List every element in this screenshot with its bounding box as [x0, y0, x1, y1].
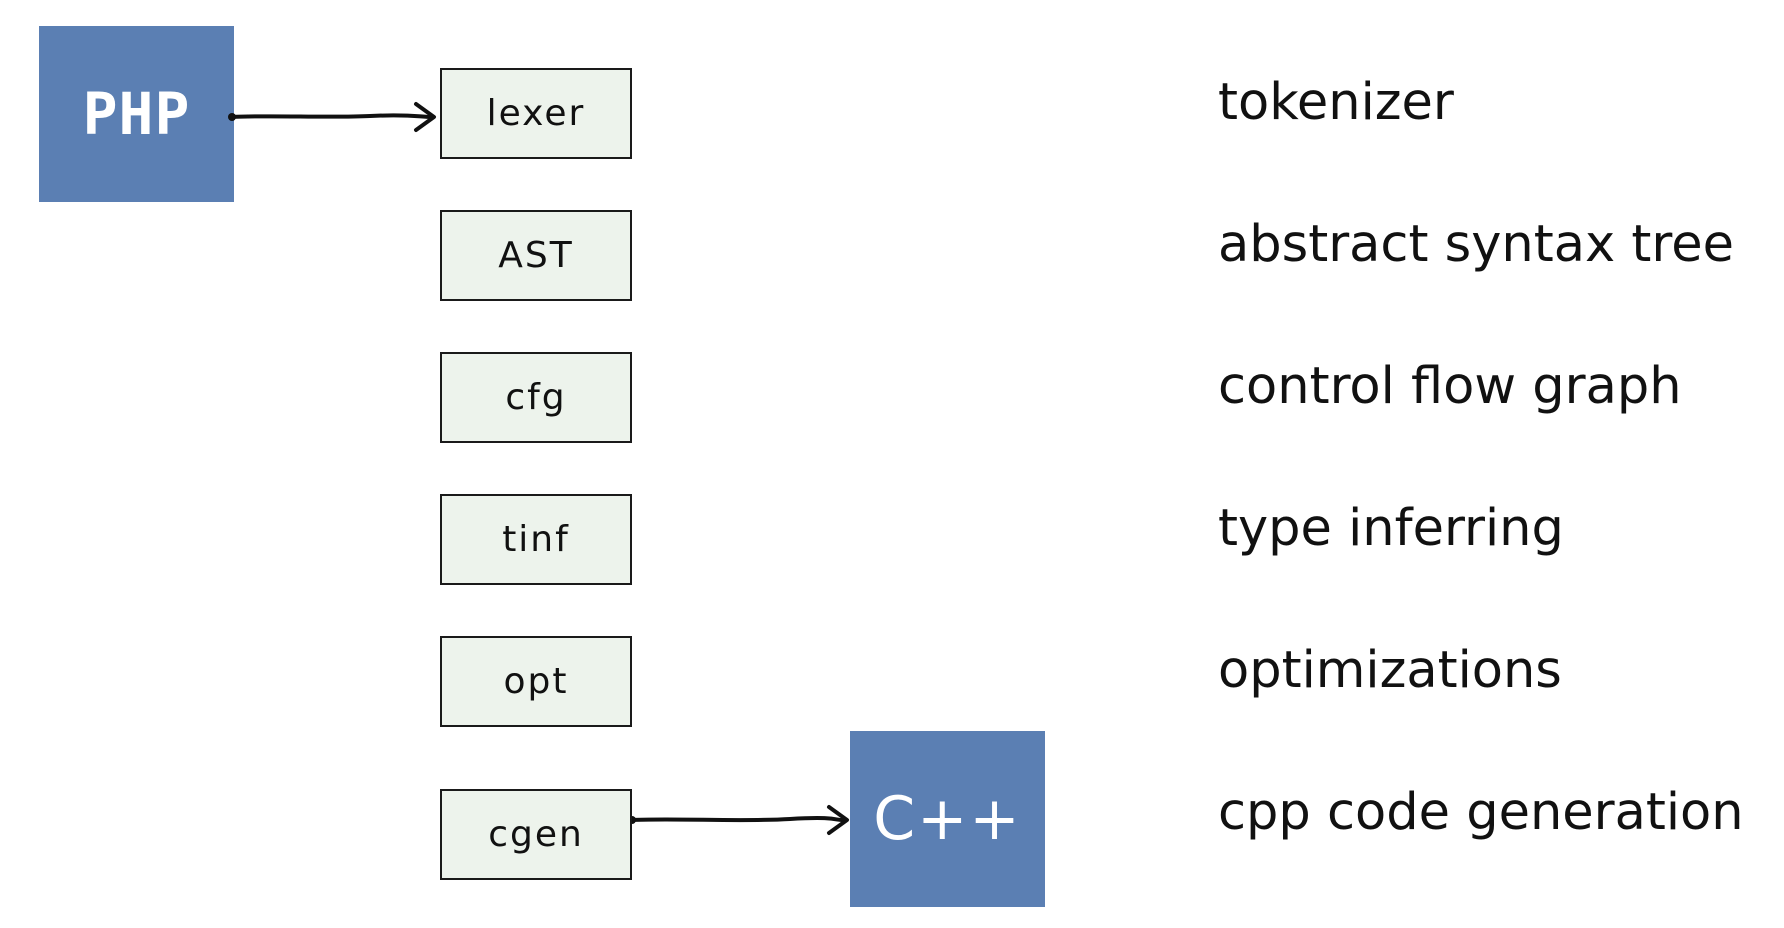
- description-lexer: tokenizer: [1218, 73, 1454, 132]
- description-opt: optimizations: [1218, 641, 1562, 700]
- php-box: PHP: [39, 26, 234, 202]
- description-cgen: cpp code generation: [1218, 783, 1744, 842]
- stage-tinf: tinf: [440, 494, 632, 585]
- cgen-to-cpp-arrow: [628, 805, 849, 835]
- stage-opt: opt: [440, 636, 632, 727]
- cpp-box: C++: [850, 731, 1045, 907]
- stage-lexer: lexer: [440, 68, 632, 159]
- stage-cfg: cfg: [440, 352, 632, 443]
- description-cfg: control flow graph: [1218, 357, 1682, 416]
- php-to-lexer-arrow: [228, 102, 436, 132]
- stage-cgen: cgen: [440, 789, 632, 880]
- stage-ast: AST: [440, 210, 632, 301]
- description-tinf: type inferring: [1218, 499, 1564, 558]
- description-ast: abstract syntax tree: [1218, 215, 1734, 274]
